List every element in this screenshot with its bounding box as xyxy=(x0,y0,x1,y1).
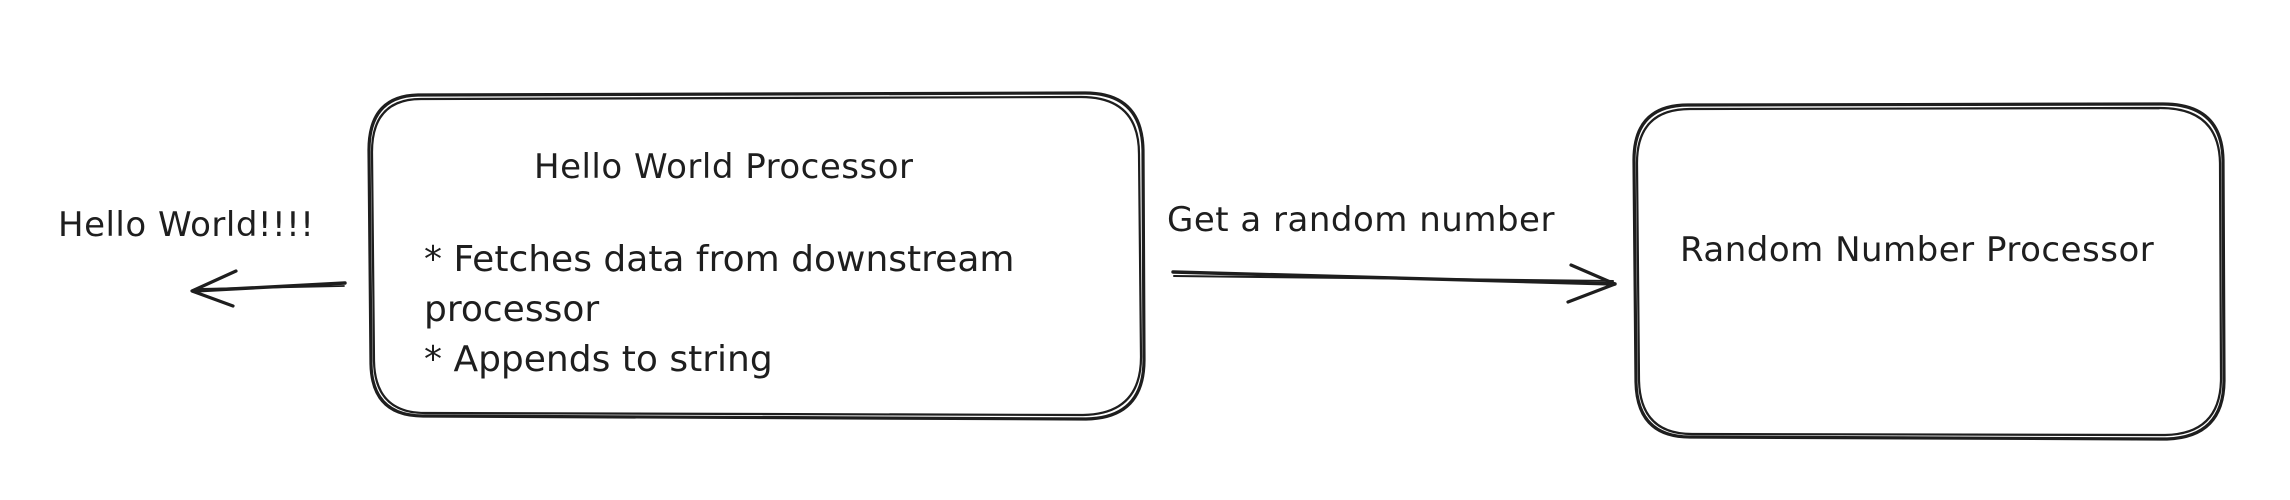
random-number-processor-title: Random Number Processor xyxy=(1680,230,2155,270)
bullet-line: processor xyxy=(424,289,600,330)
hello-world-processor-title: Hello World Processor xyxy=(534,147,914,187)
output-label-hello-world: Hello World!!!! xyxy=(58,205,315,245)
bullet-line: * Appends to string xyxy=(424,339,773,380)
hello-world-processor-bullets: * Fetches data from downstream processor… xyxy=(424,235,1014,385)
arrow-to-output xyxy=(190,269,347,308)
arrow-to-random-number-processor xyxy=(1171,263,1617,304)
hello-world-processor-box[interactable] xyxy=(367,91,1146,421)
random-number-processor-box[interactable] xyxy=(1632,102,2226,441)
bullet-line: * Fetches data from downstream xyxy=(424,239,1015,280)
edge-label-get-random-number: Get a random number xyxy=(1167,200,1555,240)
